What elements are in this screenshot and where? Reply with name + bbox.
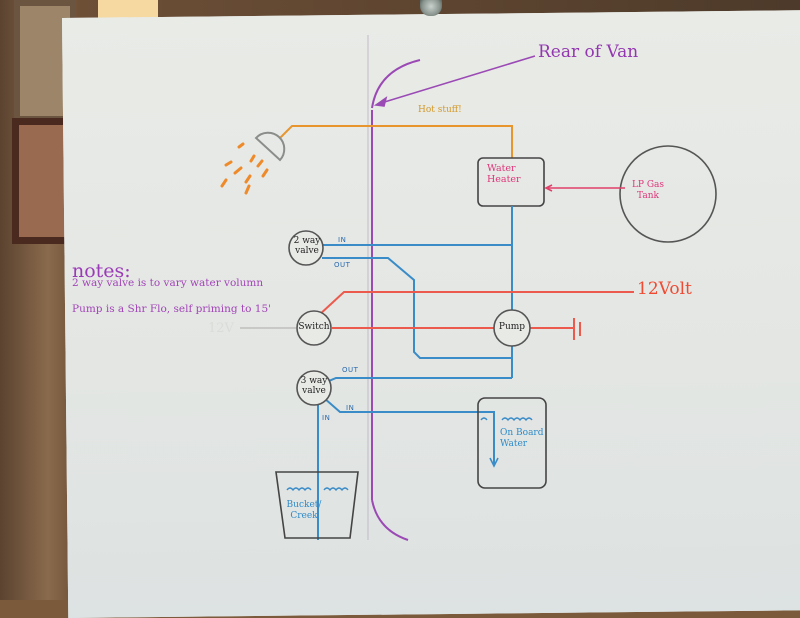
- three-way-in-down-label: IN: [322, 414, 331, 422]
- two-way-in-label: IN: [338, 236, 347, 244]
- ghost-12v-label: 12V: [208, 321, 234, 336]
- pump-circle: [493, 309, 531, 347]
- twelve-volt-label: 12Volt: [637, 279, 692, 299]
- hot-water-line: [279, 125, 513, 158]
- two-way-valve-circle: [288, 230, 324, 266]
- rear-of-van-label: Rear of Van: [538, 42, 639, 62]
- onboard-water-tank: [477, 397, 547, 489]
- thumbtack-icon: [420, 0, 442, 16]
- three-way-out-label: OUT: [342, 366, 359, 374]
- shower-head-icon: [220, 131, 286, 195]
- water-surface-icon: [323, 487, 349, 492]
- lp-tank-label: LP Gas Tank: [631, 180, 665, 202]
- power-lines: [317, 291, 634, 340]
- switch-circle: [296, 310, 332, 346]
- gas-line: [544, 184, 625, 192]
- switch-label: Switch: [298, 322, 330, 332]
- note-line: Pump is a Shr Flo, self priming to 15': [72, 303, 272, 315]
- van-outline: [371, 59, 421, 541]
- water-surface-icon: [501, 417, 533, 422]
- bucket-outline: [275, 471, 359, 539]
- tank-arrow: [489, 457, 499, 468]
- two-way-valve-label: 2 way valve: [293, 236, 321, 256]
- onboard-water-label: On Board Water: [500, 428, 544, 449]
- three-way-in-right-label: IN: [346, 404, 355, 412]
- note-line: 2 way valve is to vary water volumn: [72, 277, 264, 289]
- two-way-out-label: OUT: [334, 261, 351, 269]
- bucket-creek-label: Bucket/ Creek: [286, 500, 322, 521]
- pump-label: Pump: [498, 322, 526, 332]
- rear-arrow: [373, 55, 536, 107]
- hot-stuff-label: Hot stuff!: [418, 105, 462, 115]
- plumbing-diagram: [220, 35, 717, 541]
- water-heater-label: Water Heater: [487, 163, 521, 185]
- lp-tank-circle: [619, 145, 717, 243]
- three-way-valve-circle: [296, 370, 332, 406]
- three-way-valve-label: 3 way valve: [300, 376, 328, 396]
- water-surface-icon: [286, 487, 312, 492]
- water-surface-icon: [480, 417, 488, 421]
- notes-title: notes:: [72, 260, 131, 282]
